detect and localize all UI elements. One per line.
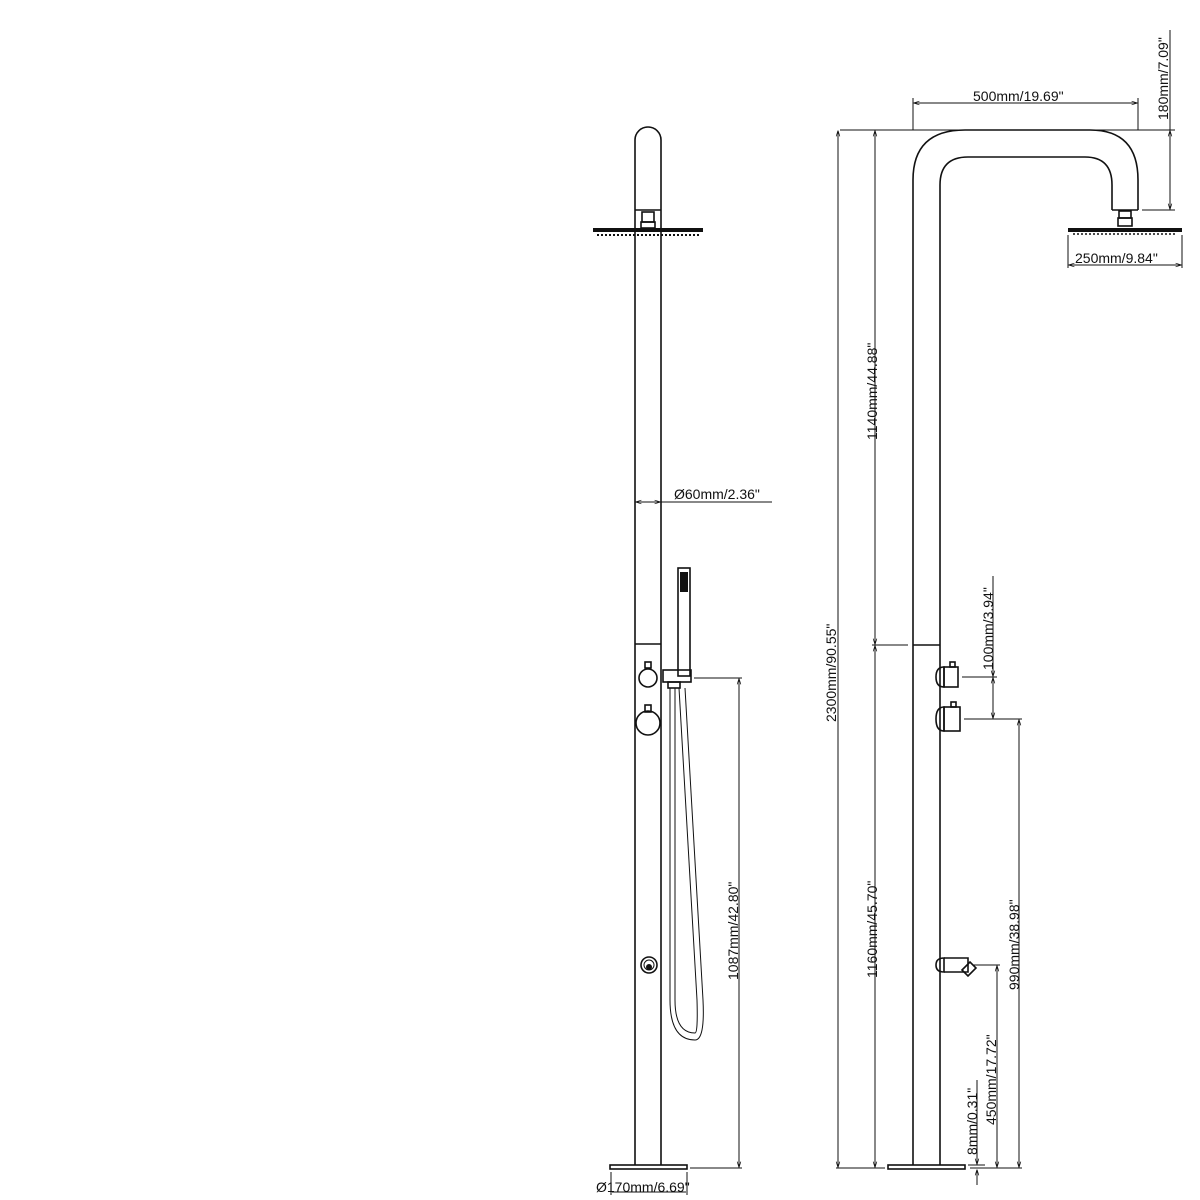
dim-upper-section: 1140mm/44.88"	[864, 131, 908, 646]
dim-handshower-height: 1087mm/42.80"	[690, 677, 742, 1169]
label-valve-height: 990mm/38.98"	[1006, 899, 1022, 990]
dim-pipe-diameter: Ø60mm/2.36"	[636, 486, 772, 502]
label-handshower-height: 1087mm/42.80"	[725, 882, 741, 980]
label-head-diameter: 250mm/9.84"	[1075, 250, 1158, 266]
label-base-diameter: Ø170mm/6.69"	[596, 1179, 690, 1195]
front-foot-tap	[640, 956, 658, 974]
front-base-plate	[609, 1164, 688, 1170]
front-shower-head	[593, 228, 703, 236]
side-valve-upper	[935, 661, 959, 688]
label-arm-reach: 500mm/19.69"	[973, 88, 1064, 104]
label-base-thickness: 8mm/0.31"	[964, 1088, 980, 1155]
front-valve-lower	[635, 704, 661, 736]
label-valve-spacing: 100mm/3.94"	[980, 587, 996, 670]
label-pipe-diameter: Ø60mm/2.36"	[674, 486, 760, 502]
dim-base-thickness: 8mm/0.31"	[964, 1080, 985, 1185]
front-column	[634, 126, 662, 1165]
front-valve-upper	[638, 661, 658, 688]
dim-valve-spacing: 100mm/3.94"	[962, 576, 1022, 720]
label-upper-section: 1140mm/44.88"	[864, 343, 880, 440]
side-valve-lower	[935, 701, 961, 732]
dim-head-diameter: 250mm/9.84"	[1067, 235, 1183, 268]
front-view: Ø60mm/2.36" 1087mm/42.80" Ø170mm/6.69"	[593, 126, 772, 1195]
hand-shower	[662, 567, 704, 1041]
dim-arm-reach: 500mm/19.69"	[912, 88, 1139, 130]
side-column-inner	[939, 156, 1113, 1165]
dim-valve-height: 990mm/38.98"	[1006, 720, 1022, 1167]
dim-spout-height: 450mm/17.72"	[970, 964, 1022, 1169]
label-total-height: 2300mm/90.55"	[823, 624, 839, 722]
side-spout	[935, 957, 978, 978]
label-lower-section: 1160mm/45.70"	[864, 881, 880, 978]
label-arm-drop: 180mm/7.09"	[1155, 37, 1171, 120]
side-view: 500mm/19.69" 180mm/7.09" 250mm/9.84" 230…	[823, 30, 1183, 1185]
dim-arm-drop: 180mm/7.09"	[840, 30, 1175, 211]
side-base-plate	[887, 1164, 966, 1170]
dim-total-height: 2300mm/90.55"	[823, 131, 885, 1169]
label-spout-height: 450mm/17.72"	[983, 1034, 999, 1125]
side-shower-head	[1068, 228, 1182, 232]
dim-lower-section: 1160mm/45.70"	[864, 646, 880, 1167]
dim-base-diameter: Ø170mm/6.69"	[596, 1172, 690, 1195]
side-column-outer	[912, 129, 1139, 1165]
